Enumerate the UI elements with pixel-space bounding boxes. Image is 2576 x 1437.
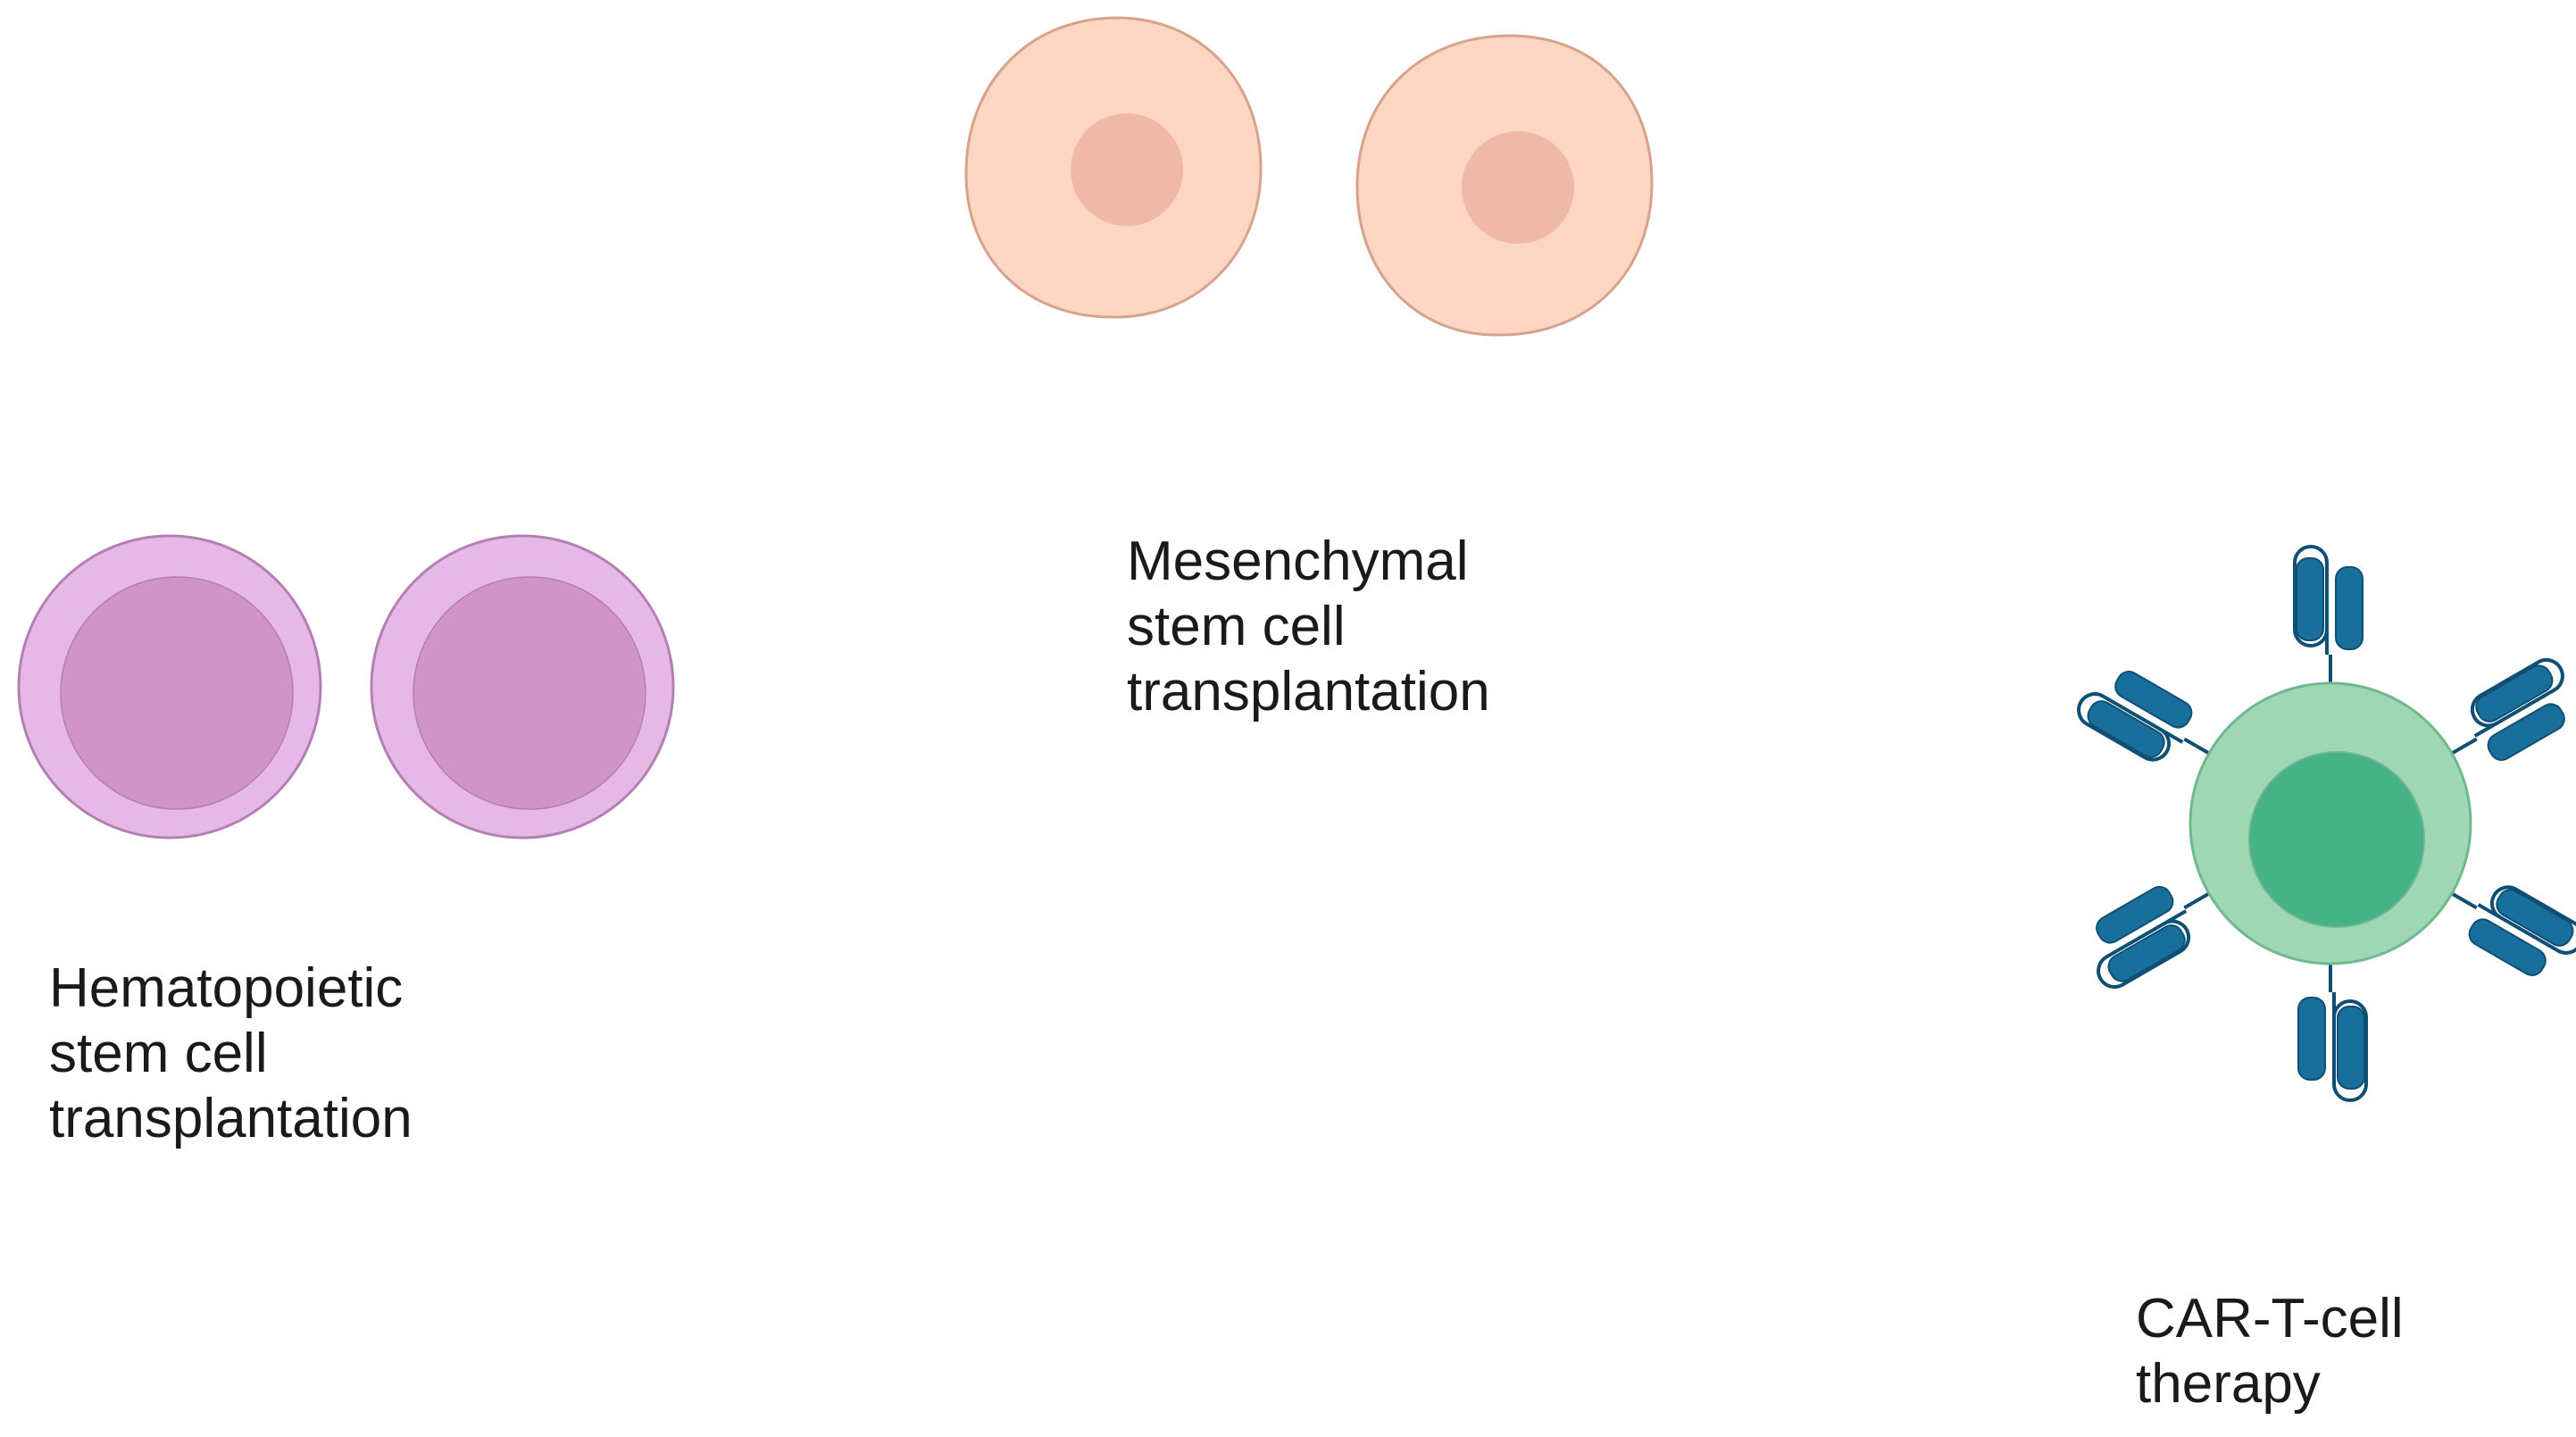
receptor-domain [2297, 997, 2326, 1081]
mesenchymal-stem-cell-2 [1355, 34, 1654, 337]
label-line: CAR-T-cell [2136, 1288, 2404, 1349]
label-line: therapy [2136, 1353, 2321, 1415]
receptor-domain [2107, 924, 2186, 982]
t-cell-nucleus [2248, 751, 2425, 928]
car-receptor [2447, 657, 2565, 761]
label-line: transplantation [1127, 661, 1490, 723]
car-receptor [2096, 886, 2213, 990]
car-receptor [2077, 671, 2213, 762]
receptor-domain [2468, 918, 2547, 976]
mesenchymal-stem-cell-1 [964, 16, 1263, 319]
mesenchymal-stem-cell-label: Mesenchymal stem cell transplantation [1127, 529, 1490, 724]
receptor-domain [2496, 889, 2574, 947]
car-receptor [2297, 960, 2368, 1102]
label-line: stem cell [49, 1023, 268, 1084]
receptor-domain [2087, 700, 2165, 758]
label-line: stem cell [1127, 596, 1346, 657]
hematopoietic-stem-cell-2 [370, 534, 675, 840]
car-receptors [2077, 545, 2576, 1102]
label-line: Hematopoietic [49, 957, 404, 1019]
hematopoietic-stem-cell-1 [17, 534, 322, 840]
car-receptor [2447, 885, 2576, 976]
car-receptor [2293, 545, 2363, 687]
receptor-domain [2296, 557, 2324, 641]
label-line: transplantation [49, 1088, 413, 1149]
mesenchymal-stem-cell-illustration [964, 16, 1654, 337]
hematopoietic-stem-cell-label: Hematopoietic stem cell transplantation [49, 956, 413, 1151]
receptor-domain [2487, 703, 2565, 761]
receptor-domain [2335, 566, 2363, 650]
receptor-domain [2096, 886, 2174, 944]
car-t-cell-label: CAR-T-cell therapy [2136, 1286, 2404, 1416]
hematopoietic-stem-cell-illustration [17, 534, 675, 840]
car-t-cell-illustration [2077, 545, 2576, 1102]
label-line: Mesenchymal [1127, 531, 1469, 592]
receptor-domain [2337, 1006, 2365, 1090]
receptor-domain [2114, 671, 2193, 729]
receptor-domain [2475, 664, 2554, 723]
